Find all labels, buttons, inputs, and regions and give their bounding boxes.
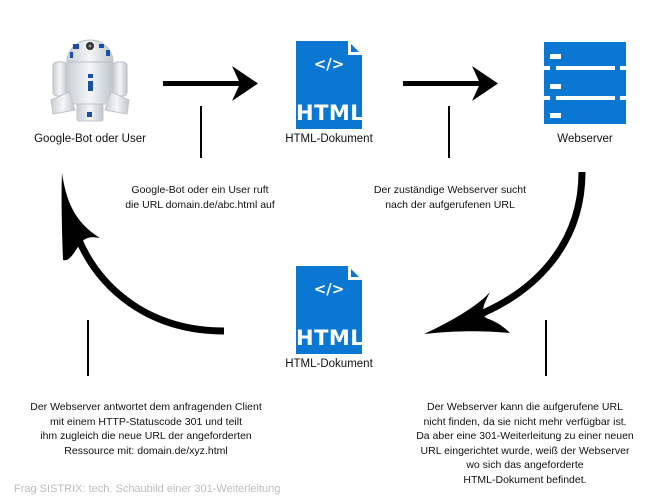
html-document-icon: </> HTML [296, 266, 365, 354]
connector-line [448, 106, 450, 158]
arrow-server-to-html-bottom [424, 171, 586, 334]
step-2-description: Der zuständige Webserver sucht nach der … [373, 184, 527, 211]
server-icon [544, 42, 626, 124]
html-bottom-label: HTML-Dokument [285, 358, 373, 370]
html-word: HTML [296, 326, 365, 350]
html-top-label: HTML-Dokument [285, 133, 373, 145]
connector-line [200, 106, 202, 158]
arrow-client-to-html [163, 66, 258, 101]
step-3-description: Der Webserver kann die aufgerufene URL n… [416, 401, 634, 486]
html-document-icon: </> HTML [296, 41, 365, 129]
arrow-html-bottom-to-client [61, 173, 225, 335]
step-1-description: Google-Bot oder ein User ruft die URL do… [125, 184, 275, 211]
connector-line [545, 320, 547, 376]
code-glyph: </> [313, 280, 345, 298]
html-word: HTML [296, 101, 365, 125]
code-glyph: </> [313, 55, 345, 73]
robot-icon [47, 30, 133, 122]
connector-line [87, 320, 89, 376]
arrow-html-to-server [403, 66, 498, 101]
figure-caption: Frag SISTRIX: tech. Schaubild einer 301-… [14, 483, 281, 495]
step-4-description: Der Webserver antwortet dem anfragenden … [30, 401, 262, 457]
client-label: Google-Bot oder User [34, 133, 146, 145]
server-label: Webserver [557, 133, 613, 145]
